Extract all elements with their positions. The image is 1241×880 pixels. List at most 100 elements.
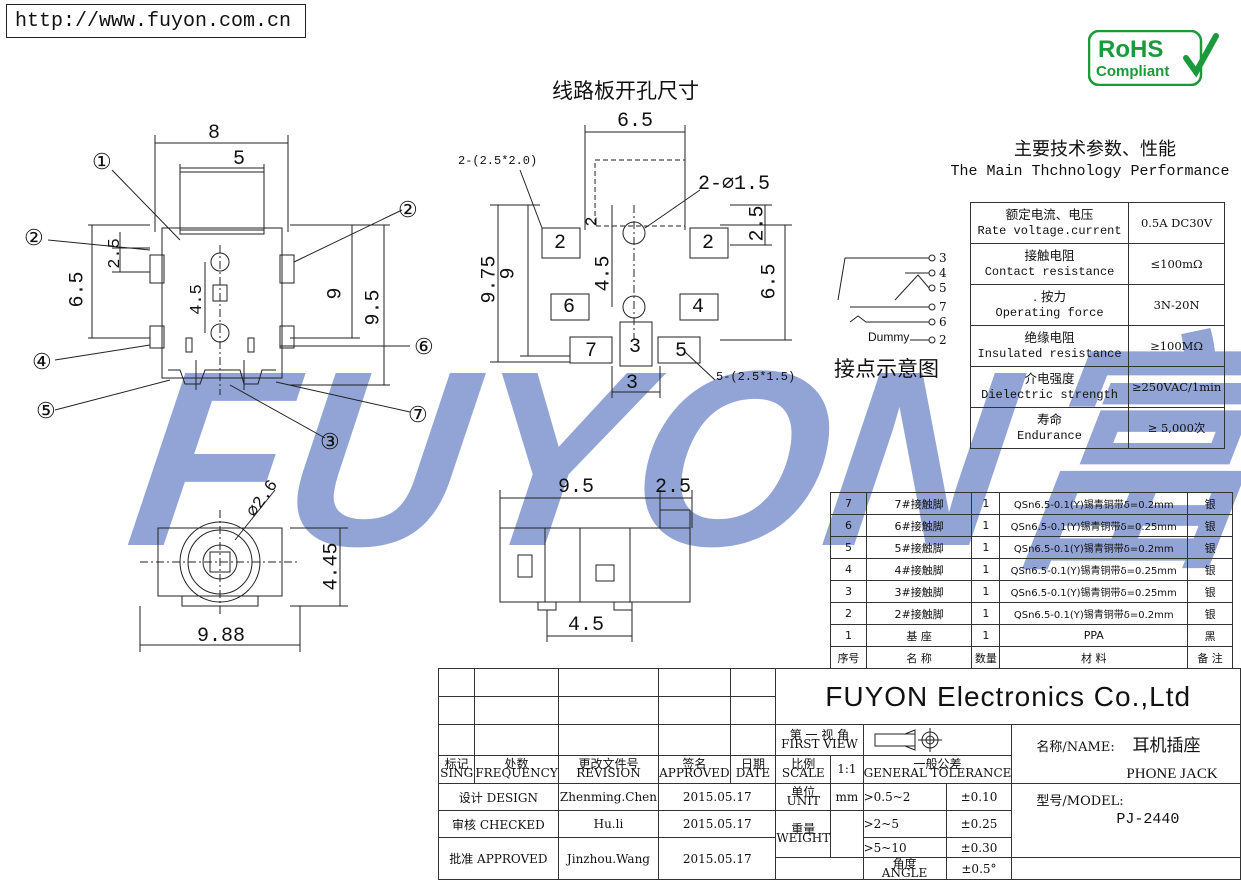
dim-label: 4.45: [320, 542, 344, 591]
pad-label: 6: [563, 296, 576, 319]
dim-label: 6.5: [617, 110, 654, 133]
contact-label: 2: [939, 333, 947, 347]
pad-6: [550, 293, 590, 321]
spec-en: Operating force: [995, 306, 1104, 320]
rohs-logo: RoHS Compliant: [1087, 29, 1224, 87]
spec-title-en: The Main Thchnology Performance: [950, 163, 1230, 180]
contact-label: 5: [939, 281, 947, 295]
dim-label: 8: [208, 122, 221, 145]
pcb-layout: [490, 125, 792, 398]
pad-label: 4: [692, 296, 705, 319]
check-icon: [1183, 33, 1219, 78]
pad-2-right: [689, 227, 729, 259]
approve-date: 2015.05.17: [658, 837, 777, 880]
dim-label: 4.5: [592, 255, 616, 292]
dim-label: 4.5: [568, 614, 605, 637]
dim-label: 4.5: [187, 284, 207, 315]
pad-3: [619, 321, 653, 367]
check-name: Hu.li: [557, 810, 660, 838]
spec-en: Dielectric strength: [981, 388, 1118, 402]
contact-label: 4: [939, 266, 947, 280]
scale-value: 1:1: [830, 754, 864, 785]
pad-label: 7: [585, 340, 598, 363]
contact-title: 接点示意图: [834, 357, 939, 381]
pad-7: [569, 336, 613, 364]
callout: ①: [92, 150, 112, 175]
check-label: 审核 CHECKED: [438, 810, 559, 838]
bottom-view: [139, 489, 348, 652]
callout: ④: [32, 350, 52, 375]
spec-row: 额定电流、电压 Rate voltage.current 0.5A DC30V: [969, 202, 1225, 244]
spec-en: Endurance: [1017, 429, 1082, 443]
pad-label: 3: [629, 336, 642, 359]
spec-value: ≥ 5,000次: [1128, 407, 1225, 449]
spec-en: Contact resistance: [984, 265, 1115, 279]
website-url: http://www.fuyon.com.cn: [6, 4, 306, 38]
name-label: 名称/NAME:: [1036, 740, 1115, 755]
contact-schematic: [837, 254, 936, 344]
dim-label: 9: [497, 267, 521, 280]
spec-value: 0.5A DC30V: [1128, 202, 1225, 244]
callout: ⑥: [414, 335, 434, 360]
spec-cn: 介电强度: [1024, 371, 1075, 386]
dummy-label: Dummy: [868, 330, 910, 344]
dim-label: 3: [626, 372, 639, 395]
spec-cn: 绝缘电阻: [1024, 330, 1075, 345]
approve-name: Jinzhou.Wang: [557, 837, 660, 880]
check-date: 2015.05.17: [658, 810, 777, 838]
design-name: Zhenming.Chen: [557, 783, 660, 811]
dim-label: 9.5: [558, 476, 595, 499]
spec-cn: . 按力: [1033, 289, 1067, 304]
dim-label: 2.5: [746, 205, 770, 242]
side-view: [47, 135, 411, 439]
rohs-line2: Compliant: [1096, 63, 1169, 80]
spec-cn: 额定电流、电压: [1005, 207, 1094, 222]
design-date: 2015.05.17: [658, 783, 777, 811]
dim-label: 2-∅1.5: [698, 173, 771, 196]
contact-label: 7: [939, 300, 947, 314]
unit-value: mm: [830, 783, 864, 811]
contact-label: 3: [939, 251, 947, 265]
bom-header: 序号名 称数量材 料备 注: [830, 646, 1233, 669]
view-en: FIRST VIEW: [781, 736, 858, 751]
spec-value: 3N-20N: [1128, 284, 1225, 326]
spec-en: Rate voltage.current: [977, 224, 1122, 238]
spec-cn: 寿命: [1037, 412, 1063, 427]
dim-label: 9: [324, 287, 348, 300]
dim-label: 6.5: [758, 263, 782, 300]
dim-label: 9.5: [362, 289, 386, 326]
spec-title-cn: 主要技术参数、性能: [1014, 139, 1176, 160]
dim-label: 6.5: [66, 271, 90, 308]
callout: ③: [320, 430, 340, 455]
callout: ⑦: [408, 403, 428, 428]
pad-4: [679, 293, 719, 321]
pad-label: 2: [554, 232, 567, 255]
spec-value: ≤100mΩ: [1128, 243, 1225, 285]
dim-label: 5-(2.5*1.5): [716, 370, 796, 384]
model-label: 型号/MODEL:: [1036, 794, 1124, 809]
callout: ⑤: [36, 399, 56, 424]
pad-5: [657, 336, 701, 364]
pcb-title: 线路板开孔尺寸: [552, 79, 699, 103]
design-label: 设计 DESIGN: [438, 783, 559, 811]
spec-row: . 按力 Operating force 3N-20N: [969, 284, 1225, 326]
model-value: PJ-2440: [1116, 811, 1180, 828]
callout: ②: [24, 226, 44, 251]
dim-label: 2: [583, 216, 603, 227]
contact-label: 6: [939, 315, 947, 329]
spec-row: 寿命 Endurance ≥ 5,000次: [969, 407, 1225, 449]
spec-en: Insulated resistance: [977, 347, 1122, 361]
approve-label: 批准 APPROVED: [438, 837, 559, 880]
pad-label: 2: [702, 232, 715, 255]
name-cn: 耳机插座: [1132, 736, 1201, 756]
